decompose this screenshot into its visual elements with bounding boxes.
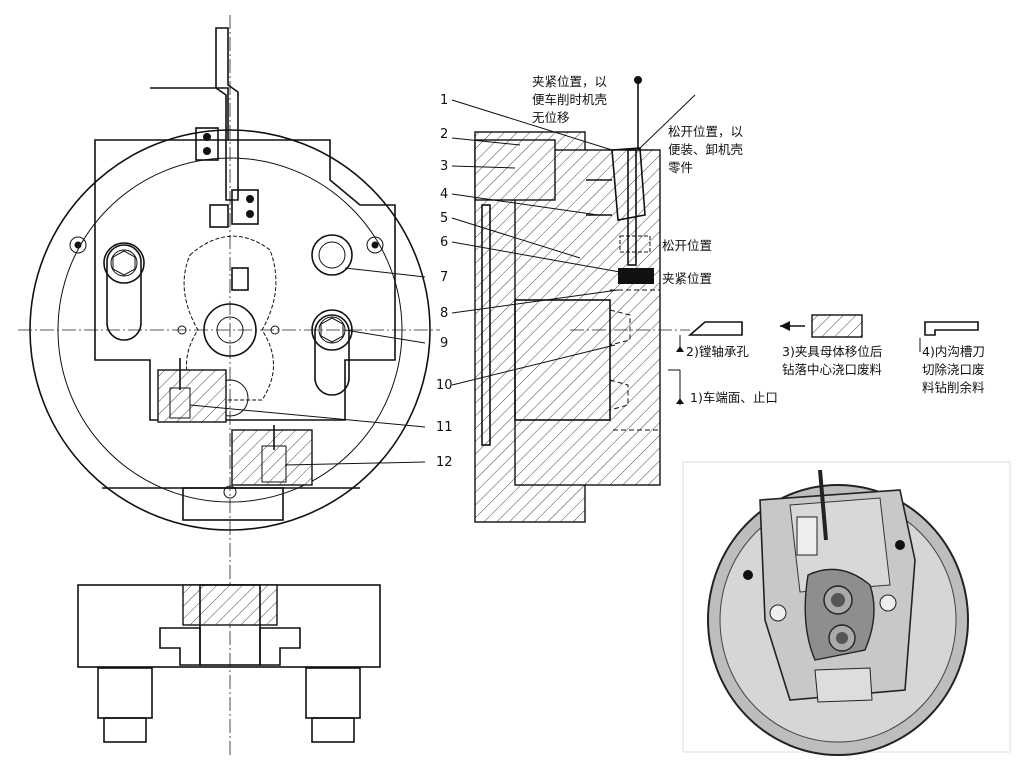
op4-label-line1: 4)内沟槽刀	[922, 344, 985, 359]
part-number-2: 2	[440, 127, 448, 142]
front-view	[18, 15, 440, 755]
slot-bolt-right-upper	[311, 234, 353, 276]
part-number-1: 1	[440, 93, 448, 108]
operation-steps: 2)镗轴承孔 1)车端面、止口 3)夹具母体移位后 钻落中心浇口废料 4)内沟槽…	[668, 314, 985, 405]
clamp-note-line2: 便车削时机壳	[532, 92, 607, 107]
clamp-position-label: 夹紧位置	[662, 271, 712, 286]
dowel-hole-right	[366, 236, 384, 254]
clamp-annotations: 夹紧位置，以 便车削时机壳 无位移 松开位置，以 便装、卸机壳 零件 松开位置 …	[532, 74, 744, 286]
slot-bolt-right-lower	[311, 309, 353, 396]
op3-label-line2: 钻落中心浇口废料	[782, 362, 883, 377]
side-section-view	[474, 76, 696, 523]
op1-label: 1)车端面、止口	[690, 390, 778, 405]
workpiece-housing	[177, 235, 280, 499]
center-bore	[514, 299, 611, 421]
base-step	[182, 487, 284, 521]
part-number-7: 7	[440, 270, 448, 285]
isometric-illustration	[682, 461, 1011, 756]
part-number-8: 8	[440, 306, 448, 321]
op2-label: 2)镗轴承孔	[686, 344, 749, 359]
release-note-line1: 松开位置，以	[668, 124, 744, 139]
clamp-note-line3: 无位移	[532, 110, 570, 125]
part-number-5: 5	[440, 211, 448, 226]
part-number-10: 10	[436, 378, 453, 393]
slot-bolt-left	[103, 242, 145, 341]
part-number-4: 4	[440, 187, 448, 202]
op4-label-line2: 切除浇口废	[922, 362, 985, 377]
op3-label-line1: 3)夹具母体移位后	[782, 344, 882, 359]
clamp-pad	[618, 268, 654, 284]
locating-pin-11	[157, 358, 227, 423]
part-number-3: 3	[440, 159, 448, 174]
release-position-label: 松开位置	[662, 238, 712, 253]
part-number-labels: 1 2 3 4 5 6 7 8 9 10 11 12	[189, 93, 621, 470]
release-note-line3: 零件	[668, 160, 693, 175]
part-number-11: 11	[436, 420, 453, 435]
part-number-9: 9	[440, 336, 448, 351]
release-note-line2: 便装、卸机壳	[668, 142, 743, 157]
fixture-body-outline	[94, 87, 396, 421]
part-number-6: 6	[440, 235, 448, 250]
clamp-note-line1: 夹紧位置，以	[532, 74, 608, 89]
plan-section-view	[77, 584, 381, 743]
top-clamp-lever	[195, 27, 259, 291]
op4-label-line3: 料钻削余料	[922, 380, 985, 395]
part-number-12: 12	[436, 455, 453, 470]
locating-pin-12	[231, 425, 313, 486]
dowel-hole-left	[69, 236, 87, 254]
